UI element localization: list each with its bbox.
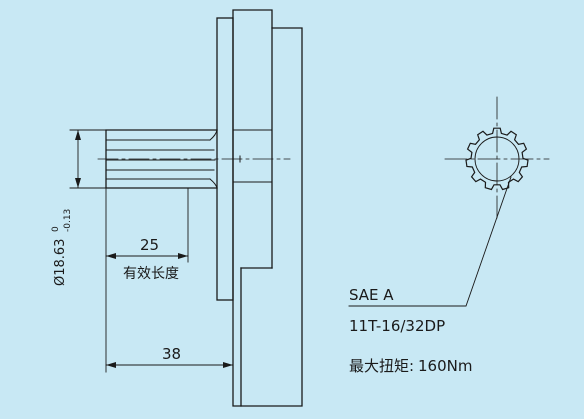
diameter-dimension bbox=[69, 129, 107, 189]
spline-runout-top bbox=[209, 129, 218, 141]
spline-runout-bottom bbox=[209, 178, 218, 189]
diameter-arrow-bottom bbox=[75, 178, 81, 188]
diameter-tolerance-lower: -0.13 bbox=[63, 209, 73, 232]
max-torque-label: 最大扭矩: bbox=[349, 357, 414, 375]
total-length-value: 38 bbox=[162, 345, 181, 363]
length-dimensions bbox=[105, 187, 234, 373]
spline-root-circle bbox=[474, 136, 520, 182]
diameter-arrow-top bbox=[75, 130, 81, 140]
effective-arrow-left bbox=[106, 253, 116, 259]
diameter-label: Ø18.63 bbox=[53, 239, 68, 286]
spec-leader-line bbox=[348, 176, 512, 307]
flange-body bbox=[216, 9, 303, 407]
effective-length-label: 有效长度 bbox=[123, 266, 179, 282]
spline-standard: SAE A bbox=[349, 286, 394, 304]
spline-tooth-profile bbox=[465, 127, 529, 191]
total-arrow-left bbox=[106, 362, 116, 368]
spline-teeth-spec: 11T-16/32DP bbox=[349, 317, 445, 335]
spline-end-view bbox=[444, 96, 550, 219]
max-torque-value: 160Nm bbox=[418, 357, 472, 375]
flange-main-outline bbox=[232, 9, 303, 407]
diameter-tolerance-upper: 0 bbox=[51, 226, 61, 232]
total-arrow-right bbox=[223, 362, 233, 368]
effective-arrow-right bbox=[178, 253, 188, 259]
effective-length-value: 25 bbox=[140, 236, 159, 254]
splined-shaft bbox=[105, 129, 218, 189]
